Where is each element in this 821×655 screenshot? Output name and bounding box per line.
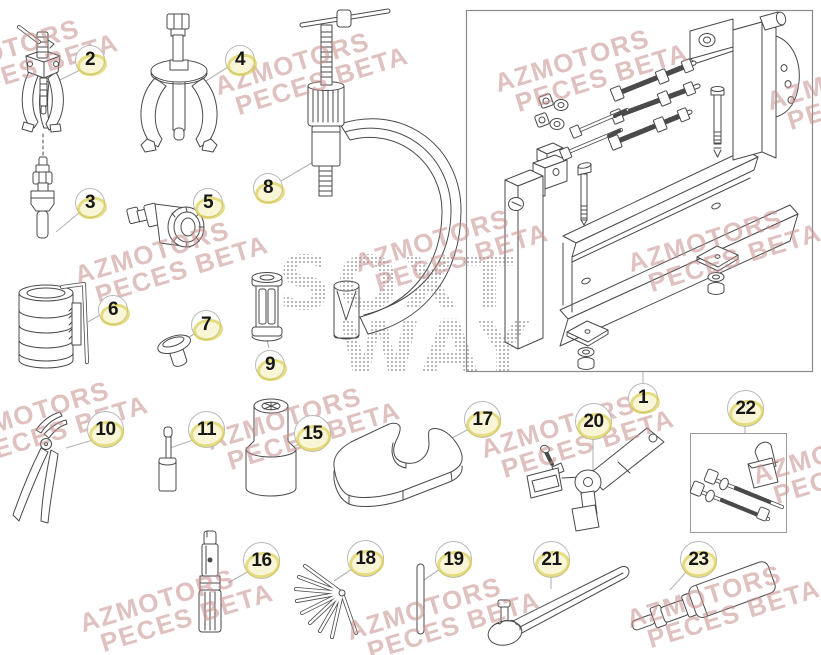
callout-6: 6 — [98, 295, 131, 328]
callout-4-number: 4 — [234, 49, 246, 70]
circlip-pliers-icon — [12, 411, 68, 524]
item-1-frame-box — [465, 9, 814, 373]
callout-18: 18 — [347, 540, 387, 579]
callout-10: 10 — [87, 411, 127, 450]
callout-22-number: 22 — [735, 397, 756, 419]
c-clamp-press-icon — [299, 8, 462, 340]
callout-8-number: 8 — [262, 177, 274, 198]
callout-16: 16 — [243, 542, 283, 581]
callout-20-number: 20 — [583, 410, 604, 432]
pin-punch-icon — [158, 426, 177, 492]
callout-15: 15 — [294, 415, 334, 454]
leader-lines — [55, 66, 746, 591]
callout-22: 22 — [727, 390, 767, 429]
callout-1-number: 1 — [637, 387, 649, 408]
tool-illustrations — [12, 8, 800, 646]
callout-23-number: 23 — [688, 548, 709, 570]
callout-5-number: 5 — [202, 192, 214, 213]
callout-7: 7 — [191, 310, 224, 343]
callout-11-number: 11 — [196, 418, 217, 440]
mushroom-plug-icon — [157, 334, 192, 367]
callout-20: 20 — [575, 403, 615, 442]
callout-9-number: 9 — [264, 354, 276, 375]
callout-3: 3 — [75, 188, 108, 221]
callout-1: 1 — [628, 383, 661, 416]
callout-19-number: 19 — [443, 548, 464, 570]
strap-tool-icon — [487, 565, 630, 646]
callout-23: 23 — [680, 541, 720, 580]
bearing-puller-icon — [140, 13, 218, 153]
thin-rod-icon — [416, 563, 425, 635]
feeler-gauge-fan-icon — [294, 564, 358, 639]
callout-10-number: 10 — [95, 418, 116, 440]
callout-15-number: 15 — [302, 422, 323, 444]
splined-socket-icon — [245, 398, 297, 497]
stepped-drift-icon — [30, 156, 55, 239]
slotted-spool-icon — [251, 272, 283, 342]
mounting-stand-icon — [504, 11, 800, 370]
callout-21-number: 21 — [541, 548, 562, 570]
stud-kit-icon — [689, 441, 784, 522]
item-22-frame-box — [690, 433, 787, 533]
callout-9: 9 — [255, 350, 288, 383]
callout-17-number: 17 — [472, 408, 493, 430]
callout-16-number: 16 — [251, 549, 272, 571]
callout-21: 21 — [533, 541, 573, 580]
holding-lever-icon — [526, 427, 665, 532]
three-jaw-puller-icon — [17, 25, 64, 159]
callout-3-number: 3 — [84, 192, 96, 213]
callout-2-number: 2 — [84, 49, 96, 70]
callout-4: 4 — [225, 45, 258, 78]
callout-2: 2 — [75, 45, 108, 78]
knurled-cup-adapter-icon — [126, 202, 205, 248]
callout-19: 19 — [435, 541, 475, 580]
stepped-driver-icon — [631, 561, 776, 631]
callout-18-number: 18 — [355, 547, 376, 569]
callout-5: 5 — [193, 188, 226, 221]
callout-7-number: 7 — [200, 314, 212, 335]
grooved-shaft-icon — [198, 530, 222, 633]
callout-11: 11 — [188, 411, 228, 450]
callout-17: 17 — [464, 401, 504, 440]
horseshoe-plate-icon — [333, 422, 463, 508]
disc-stack-hex-key-icon — [18, 282, 89, 369]
callout-6-number: 6 — [107, 299, 119, 320]
callout-8: 8 — [253, 173, 286, 206]
